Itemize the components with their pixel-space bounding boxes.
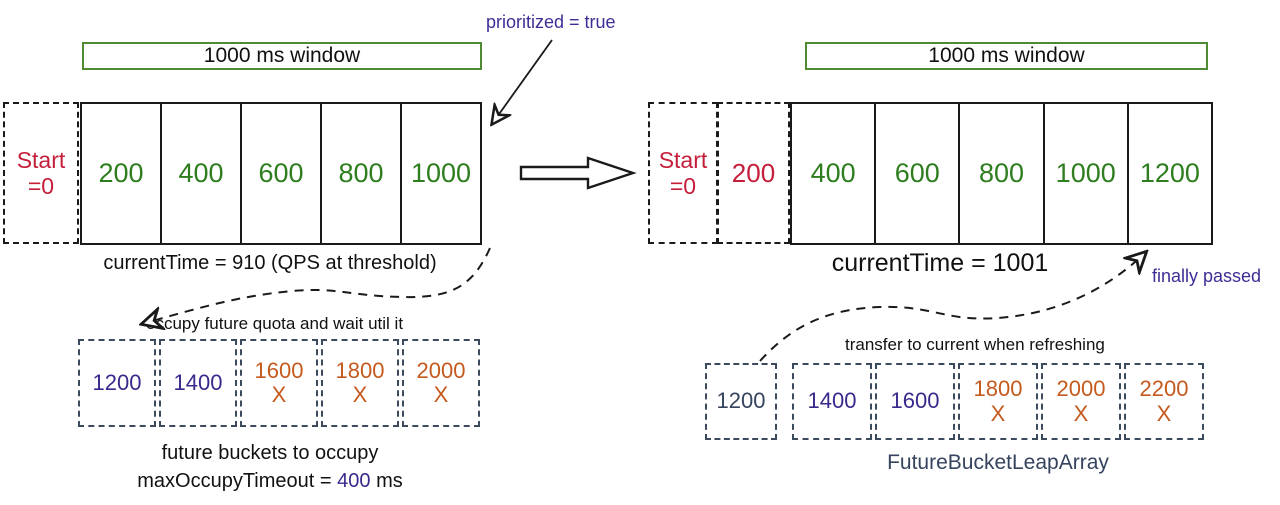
timeout-suffix: ms bbox=[370, 470, 403, 492]
right-window-label: 1000 ms window bbox=[928, 44, 1085, 67]
bucket-1200: 1200 bbox=[1126, 104, 1211, 243]
x-mark: X bbox=[1073, 400, 1089, 426]
future-cell-1800: 1800 X bbox=[321, 339, 399, 427]
future-cell-1400: 1400 bbox=[159, 339, 237, 427]
right-bucket-array: 400 600 800 1000 1200 bbox=[790, 102, 1213, 245]
bucket-1000: 1000 bbox=[400, 104, 480, 243]
bucket-800: 800 bbox=[958, 104, 1042, 243]
future-cell-value: 1200 bbox=[716, 388, 766, 414]
timeout-value: 400 bbox=[337, 470, 371, 492]
left-window-label: 1000 ms window bbox=[203, 44, 361, 67]
future-cell-value: 1400 bbox=[807, 388, 857, 414]
x-mark: X bbox=[1156, 400, 1172, 426]
bucket-400: 400 bbox=[810, 158, 856, 188]
left-window-box: 1000 ms window bbox=[82, 42, 482, 70]
x-mark: X bbox=[433, 382, 449, 407]
right-future-bucket-array: 1400 1600 1800 X 2000 X 2200 X bbox=[792, 363, 1204, 440]
future-cell-1600: 1600 bbox=[875, 363, 955, 440]
max-occupy-timeout-line: maxOccupyTimeout = 400 ms bbox=[68, 470, 472, 493]
future-cell-value: 2200 bbox=[1139, 376, 1189, 402]
right-window-box: 1000 ms window bbox=[805, 42, 1208, 70]
finally-passed-annotation: finally passed bbox=[1152, 266, 1262, 286]
future-buckets-footer: future buckets to occupy bbox=[161, 442, 379, 464]
bucket-1000: 1000 bbox=[1042, 104, 1127, 243]
bucket-800: 800 bbox=[320, 104, 400, 243]
future-cell-value: 1200 bbox=[92, 369, 142, 395]
left-start-line1: Start bbox=[16, 146, 66, 173]
transition-arrow bbox=[519, 156, 637, 190]
left-start-line2: =0 bbox=[27, 173, 55, 199]
left-bucket-array: 200 400 600 800 1000 bbox=[80, 102, 482, 245]
future-bucket-leap-array-label: FutureBucketLeapArray bbox=[887, 451, 1109, 474]
future-cell-1600: 1600 X bbox=[240, 339, 318, 427]
future-cell-value: 1800 bbox=[335, 357, 385, 383]
future-cell-value: 2000 bbox=[416, 357, 466, 383]
future-cell-value: 1600 bbox=[890, 388, 940, 414]
x-mark: X bbox=[990, 400, 1006, 426]
transfer-note: transfer to current when refreshing bbox=[845, 335, 1105, 354]
future-cell-value: 1400 bbox=[173, 369, 223, 395]
right-start-line2: =0 bbox=[669, 173, 697, 199]
bucket-200: 200 bbox=[98, 158, 144, 188]
left-current-time-caption: currentTime = 910 (QPS at threshold) bbox=[103, 252, 437, 274]
right-current-time-caption: currentTime = 1001 bbox=[831, 249, 1049, 277]
bucket-400: 400 bbox=[160, 104, 240, 243]
prioritized-annotation: prioritized = true bbox=[486, 12, 616, 32]
expired-bucket-200: 200 bbox=[717, 102, 790, 244]
future-cell-value: 1800 bbox=[973, 376, 1023, 402]
future-cell-1200: 1200 bbox=[78, 339, 156, 427]
bucket-600: 600 bbox=[240, 104, 320, 243]
prioritized-arrow bbox=[492, 39, 553, 124]
right-start-line1: Start bbox=[658, 146, 708, 173]
x-mark: X bbox=[271, 382, 287, 407]
future-cell-2200: 2200 X bbox=[1124, 363, 1204, 440]
timeout-prefix: maxOccupyTimeout = bbox=[137, 470, 338, 492]
detached-future-cell-1200: 1200 bbox=[705, 363, 777, 440]
future-cell-2000: 2000 X bbox=[1041, 363, 1121, 440]
occupy-note: occupy future quota and wait util it bbox=[146, 314, 404, 333]
future-cell-1800: 1800 X bbox=[958, 363, 1038, 440]
future-cell-2000: 2000 X bbox=[402, 339, 480, 427]
x-mark: X bbox=[352, 382, 368, 407]
future-cell-1400: 1400 bbox=[792, 363, 872, 440]
right-start-bucket: Start =0 bbox=[648, 102, 718, 244]
left-future-bucket-array: 1200 1400 1600 X 1800 X 2000 X bbox=[78, 339, 480, 427]
future-cell-value: 2000 bbox=[1056, 376, 1106, 402]
bucket-600: 600 bbox=[874, 104, 958, 243]
future-cell-value: 1600 bbox=[254, 357, 304, 383]
left-start-bucket: Start =0 bbox=[3, 102, 79, 244]
